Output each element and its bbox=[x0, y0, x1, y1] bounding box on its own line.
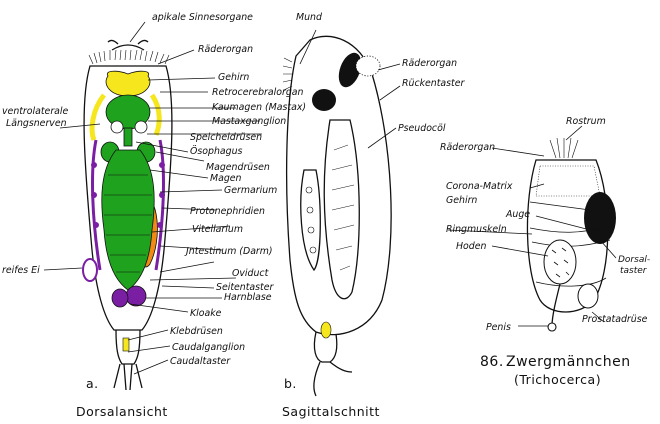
corona-cilia-b bbox=[282, 57, 293, 91]
label-retrocerebralorgan: Retrocerebralorgan bbox=[212, 87, 304, 98]
oesophagus bbox=[123, 127, 133, 147]
corona-cilia bbox=[88, 49, 170, 65]
label-taster: taster bbox=[620, 266, 648, 276]
penis-duct bbox=[551, 283, 561, 327]
germ-cells bbox=[305, 186, 317, 254]
labels-figure-86: Rostrum Räderorgan Corona-Matrix Gehirn … bbox=[440, 116, 650, 333]
title-zwergmaennchen: Zwergmännchen bbox=[506, 354, 631, 370]
ventrolateral-nerve-left bbox=[89, 93, 107, 141]
ring-muscle-1 bbox=[529, 225, 611, 233]
label-kaumagen: Kaumagen (Mastax) bbox=[212, 102, 306, 113]
label-seitentaster: Seitentaster bbox=[216, 282, 274, 293]
head-tip bbox=[111, 44, 145, 51]
caption-sagittalschnitt: Sagittalschnitt bbox=[282, 404, 380, 419]
foot-b bbox=[313, 331, 338, 363]
leader-lines bbox=[43, 21, 617, 375]
pedal-gland-b bbox=[320, 321, 332, 339]
label-mastaxganglion: Mastaxganglion bbox=[212, 116, 286, 127]
label-intestinum: Jntestinum (Darm) bbox=[184, 246, 273, 257]
label-corona-matrix: Corona-Matrix bbox=[446, 181, 513, 192]
ventrolateral-nerve-right bbox=[149, 93, 162, 136]
testis bbox=[543, 239, 577, 285]
brain bbox=[105, 70, 151, 97]
label-gehirn-86: Gehirn bbox=[446, 195, 477, 206]
label-harnblase: Harnblase bbox=[224, 292, 272, 303]
label-prostatadruese: Prostatadrüse bbox=[582, 314, 648, 325]
captions: a. Dorsalansicht b. Sagittalschnitt 86. … bbox=[76, 354, 631, 419]
sperm-marks bbox=[551, 247, 570, 278]
stomach bbox=[101, 149, 155, 291]
salivary-gland-right bbox=[134, 120, 148, 134]
vitellarium-b bbox=[300, 169, 321, 272]
body-outline-a bbox=[83, 65, 173, 331]
rostrum-cilia bbox=[549, 137, 579, 159]
label-mund: Mund bbox=[296, 12, 322, 23]
label-auge: Auge bbox=[505, 209, 530, 220]
brain-b bbox=[338, 52, 362, 88]
toes-b bbox=[313, 361, 353, 397]
label-raederorgan-b: Räderorgan bbox=[402, 58, 457, 69]
brain-86 bbox=[584, 192, 616, 244]
figure-number-86: 86. bbox=[480, 354, 504, 370]
penis bbox=[547, 322, 557, 332]
foot-a bbox=[115, 329, 141, 365]
label-caudalganglion: Caudalganglion bbox=[172, 342, 245, 353]
panel-letter-b: b. bbox=[284, 376, 297, 391]
bladder bbox=[125, 285, 147, 307]
label-kloake: Kloake bbox=[190, 308, 222, 319]
salivary-gland-left bbox=[110, 120, 124, 134]
label-ringmuskeln: Ringmuskeln bbox=[446, 224, 507, 235]
label-magen: Magen bbox=[210, 173, 242, 184]
label-caudaltaster: Caudaltaster bbox=[170, 356, 231, 367]
label-magendruesen: Magendrüsen bbox=[206, 162, 270, 173]
label-oesophagus: Ösophagus bbox=[190, 146, 243, 157]
gut-b bbox=[323, 119, 360, 300]
apical-sense-organ-left bbox=[107, 39, 119, 45]
label-hoden: Hoden bbox=[456, 241, 487, 252]
label-dorsal: Dorsal- bbox=[618, 255, 650, 265]
label-apikale-sinnesorgane: apikale Sinnesorgane bbox=[152, 12, 253, 23]
cloaca bbox=[111, 288, 129, 308]
label-pseudocoel: Pseudocöl bbox=[398, 123, 446, 134]
label-penis: Penis bbox=[486, 322, 511, 333]
apical-sense-organ-right bbox=[137, 39, 149, 45]
label-speicheldruesen: Speicheldrüsen bbox=[190, 132, 262, 143]
figure-b-sagittal-section bbox=[282, 35, 392, 397]
label-laengsnerven: Längsnerven bbox=[6, 118, 67, 129]
protonephridium-left bbox=[91, 139, 102, 271]
labels-figure-a: apikale Sinnesorgane Mund Räderorgan Geh… bbox=[2, 12, 322, 367]
mature-egg bbox=[82, 258, 98, 282]
pedal-gland bbox=[122, 337, 130, 352]
label-gehirn-a: Gehirn bbox=[218, 72, 249, 83]
figure-86-dwarf-male bbox=[526, 137, 616, 332]
label-ventrolaterale: ventrolaterale bbox=[2, 106, 69, 117]
label-vitellarium: Vitellarium bbox=[192, 224, 243, 235]
mastax-b bbox=[312, 89, 336, 111]
label-raederorgan-a: Räderorgan bbox=[198, 44, 253, 55]
label-rueckentaster: Rückentaster bbox=[402, 78, 465, 89]
label-germarium: Germarium bbox=[224, 185, 277, 196]
subtitle-trichocerca: (Trichocerca) bbox=[514, 372, 601, 387]
prostate-gland bbox=[577, 283, 599, 309]
label-klebdruesen: Klebdrüsen bbox=[170, 326, 223, 337]
panel-letter-a: a. bbox=[86, 376, 99, 391]
caption-dorsalansicht: Dorsalansicht bbox=[76, 404, 168, 419]
label-rostrum: Rostrum bbox=[566, 116, 606, 127]
figure-a-dorsal-view bbox=[82, 39, 173, 391]
corona-matrix bbox=[535, 165, 601, 197]
label-raederorgan-86: Räderorgan bbox=[440, 142, 495, 153]
labels-figure-b: Räderorgan Rückentaster Pseudocöl bbox=[398, 58, 465, 134]
protonephridium-right bbox=[154, 139, 165, 271]
toes-a bbox=[113, 363, 143, 391]
stomach-folds bbox=[104, 174, 152, 273]
flame-cells bbox=[91, 162, 165, 228]
gut-folds-b bbox=[331, 144, 355, 271]
retrocerebral-organ-b bbox=[355, 55, 381, 77]
label-oviduct: Oviduct bbox=[232, 268, 269, 279]
label-reifes-ei: reifes Ei bbox=[2, 265, 40, 276]
label-protonephridien: Protonephridien bbox=[190, 206, 265, 217]
ring-muscle-3 bbox=[535, 277, 607, 287]
